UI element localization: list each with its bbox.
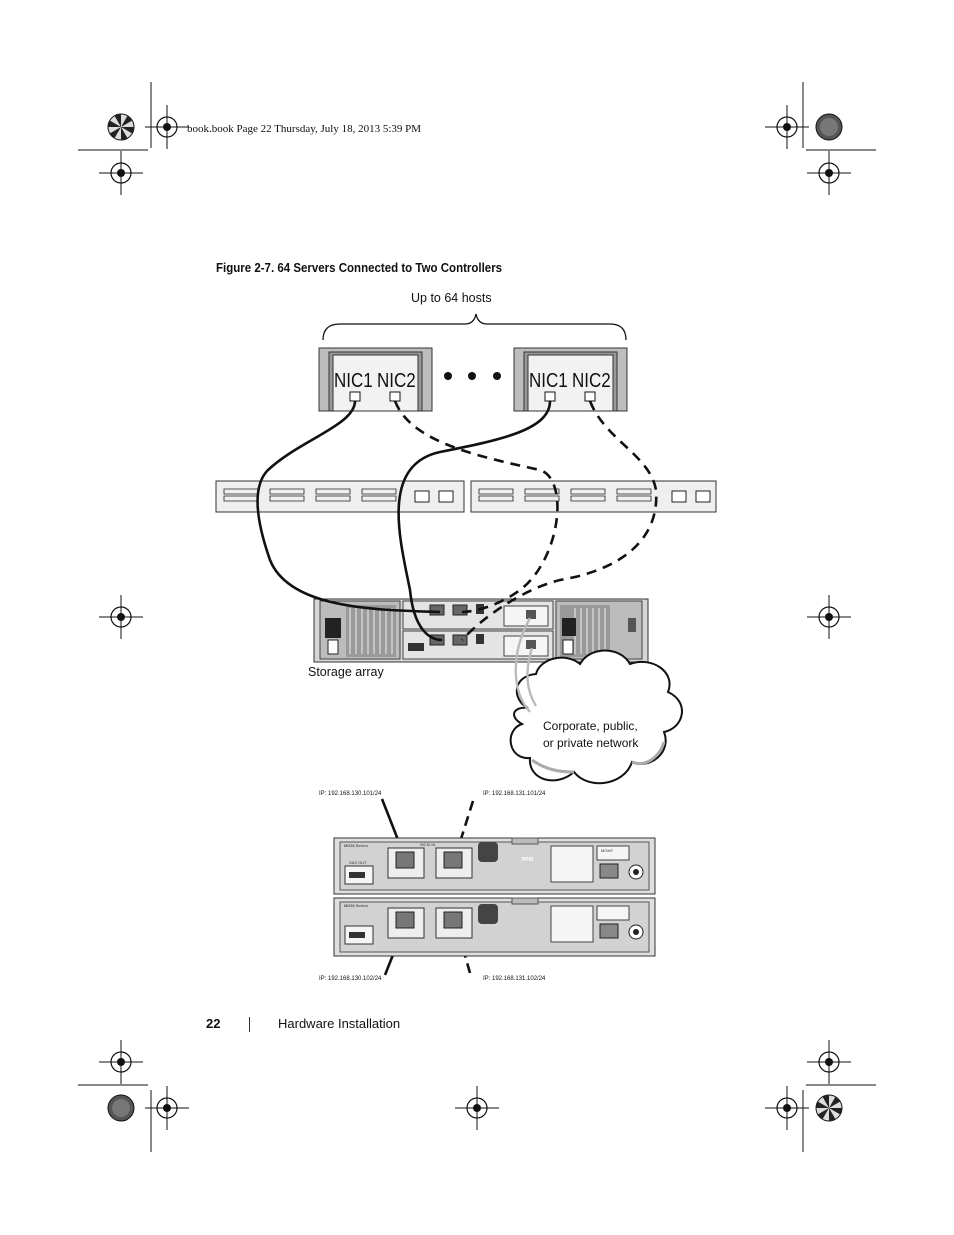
ip-label-top-right: IP: 192.168.131.101/24 — [483, 791, 546, 797]
network-label-line1: Corporate, public, — [543, 719, 638, 733]
network-switch-2 — [470, 480, 717, 513]
host-server-2 — [513, 347, 628, 412]
host1-nic1-label: NIC1 — [334, 370, 373, 392]
host-server-1 — [318, 347, 433, 412]
host2-nic2-label: NIC2 — [572, 370, 611, 392]
network-label-line2: or private network — [543, 736, 639, 750]
storage-array-label: Storage array — [308, 665, 384, 679]
mgmt-label: MGMT — [601, 848, 614, 853]
host2-nic1-label: NIC1 — [529, 370, 568, 392]
page-number: 22 — [206, 1016, 221, 1031]
footer-separator — [249, 1017, 250, 1032]
ip-label-top-left: IP: 192.168.130.101/24 — [319, 791, 382, 797]
controller-series-bottom: MD36 Series — [344, 903, 368, 908]
ppid-label: PPID — [522, 857, 534, 863]
hosts-brace — [322, 313, 627, 341]
controller-module-top — [333, 837, 656, 895]
figure-caption: Figure 2-7. 64 Servers Connected to Two … — [216, 261, 503, 275]
controller-series-top: MD36 Series — [344, 843, 368, 848]
network-switch-1 — [215, 480, 465, 513]
footer-section-title: Hardware Installation — [278, 1016, 401, 1031]
sas-out-label: SAS OUT — [349, 860, 367, 865]
hosts-label: Up to 64 hosts — [411, 291, 492, 305]
print-header-line: book.book Page 22 Thursday, July 18, 201… — [187, 123, 422, 135]
network-cloud-icon — [509, 649, 683, 785]
iscsi-label: iSCSI IN — [420, 842, 436, 847]
host1-nic2-label: NIC2 — [377, 370, 416, 392]
ip-label-bottom-right: IP: 192.168.131.102/24 — [483, 976, 546, 982]
ip-label-bottom-left: IP: 192.168.130.102/24 — [319, 976, 382, 982]
controller-module-bottom — [333, 897, 656, 957]
